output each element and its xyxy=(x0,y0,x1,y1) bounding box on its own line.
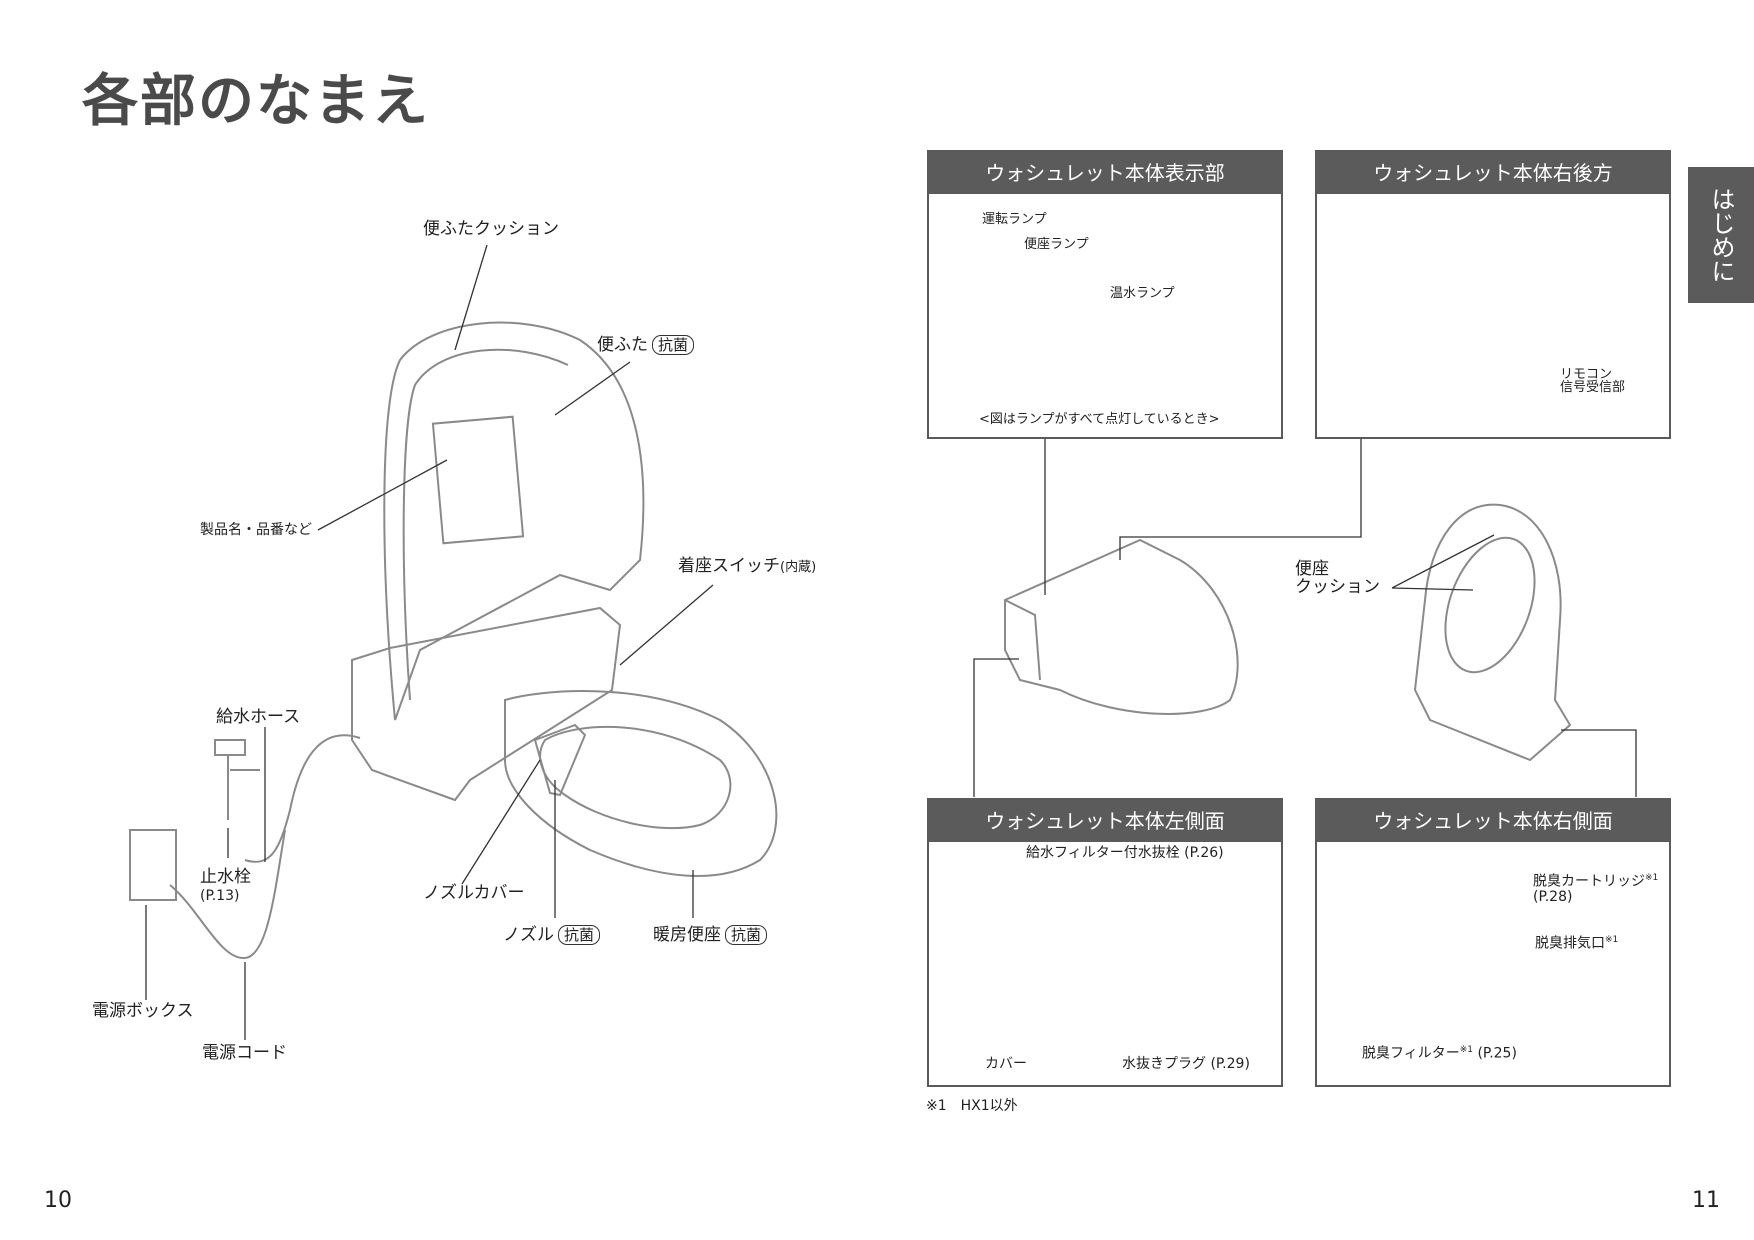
label-stop-valve: 止水栓 xyxy=(200,867,251,887)
label-deodor-filter-text: 脱臭フィルター xyxy=(1362,1045,1460,1062)
toilet-lid xyxy=(383,321,645,721)
label-power-cord: 電源コード xyxy=(202,1043,287,1063)
label-seat-switch-text: 着座スイッチ xyxy=(678,556,780,576)
panel-right-side: ウォシュレット本体右側面 xyxy=(1315,798,1671,1087)
antibacterial-badge: 抗菌 xyxy=(725,925,768,945)
label-deodor-filter: 脱臭フィルター※1 (P.25) xyxy=(1362,1045,1517,1062)
toilet-base xyxy=(351,606,622,802)
panel-left-side-title: ウォシュレット本体左側面 xyxy=(929,800,1281,842)
panel-display-title: ウォシュレット本体表示部 xyxy=(929,152,1281,194)
power-cord xyxy=(169,829,286,960)
section-tab: はじめに xyxy=(1688,167,1754,303)
page-number-left: 10 xyxy=(44,1188,72,1213)
label-deodor-outlet-text: 脱臭排気口 xyxy=(1535,935,1605,952)
label-filter-valve: 給水フィルター付水抜栓 (P.26) xyxy=(1026,845,1224,861)
label-seat-switch-note: (内蔵) xyxy=(780,560,817,575)
label-water-hose: 給水ホース xyxy=(216,707,301,727)
heated-seat-ring xyxy=(504,690,778,878)
panel-rear-right-title: ウォシュレット本体右後方 xyxy=(1317,152,1669,194)
label-lamp-operation: 運転ランプ xyxy=(982,212,1047,227)
power-box-shape xyxy=(129,829,177,901)
label-lid-text: 便ふた xyxy=(597,335,648,355)
center-unit-shape xyxy=(1004,538,1239,715)
label-stop-valve-ref: (P.13) xyxy=(200,888,240,904)
label-deodor-filter-ref: (P.25) xyxy=(1477,1045,1517,1062)
label-lid: 便ふた抗菌 xyxy=(597,335,695,356)
page-number-right: 11 xyxy=(1692,1188,1720,1213)
toilet-lid-inner xyxy=(402,348,569,701)
footnote: ※1 HX1以外 xyxy=(926,1098,1018,1114)
panel-rear-right: ウォシュレット本体右後方 xyxy=(1315,150,1671,439)
label-deodor-outlet: 脱臭排気口※1 xyxy=(1535,935,1618,952)
label-lamp-water: 温水ランプ xyxy=(1110,286,1175,301)
panel-right-side-title: ウォシュレット本体右側面 xyxy=(1317,800,1669,842)
footnote-mark: ※1 xyxy=(1459,1045,1474,1055)
footnote-mark: ※1 xyxy=(1605,935,1619,945)
label-seat-cushion-1: 便座 xyxy=(1295,559,1329,579)
nozzle-shape xyxy=(533,723,587,797)
label-deodor-cartridge-ref: (P.28) xyxy=(1533,889,1573,905)
label-product-name: 製品名・品番など xyxy=(200,522,312,538)
antibacterial-badge: 抗菌 xyxy=(652,335,695,355)
label-nozzle-text: ノズル xyxy=(503,925,554,945)
label-lamp-seat: 便座ランプ xyxy=(1024,237,1089,252)
label-power-box: 電源ボックス xyxy=(92,1001,194,1021)
label-heated-seat-text: 暖房便座 xyxy=(653,925,721,945)
seat-underside-shape xyxy=(1413,503,1572,762)
footnote-mark: ※1 xyxy=(1645,873,1659,883)
label-remote-receiver-1: リモコン xyxy=(1560,367,1613,382)
seat-opening xyxy=(539,725,732,830)
label-nozzle-cover: ノズルカバー xyxy=(423,883,525,903)
label-nozzle: ノズル抗菌 xyxy=(503,925,601,946)
product-label-sticker xyxy=(431,415,525,545)
label-seat-switch: 着座スイッチ(内蔵) xyxy=(678,556,817,577)
label-lid-cushion: 便ふたクッション xyxy=(423,219,559,239)
label-remote-receiver-2: 信号受信部 xyxy=(1560,380,1626,395)
antibacterial-badge: 抗菌 xyxy=(558,925,601,945)
label-deodor-cartridge: 脱臭カートリッジ※1 xyxy=(1533,873,1658,890)
label-deodor-cartridge-text: 脱臭カートリッジ xyxy=(1533,873,1645,890)
label-seat-cushion-2: クッション xyxy=(1295,577,1380,597)
display-caption: <図はランプがすべて点灯しているとき> xyxy=(979,412,1220,427)
valve-shape xyxy=(214,739,260,820)
panel-left-side: ウォシュレット本体左側面 xyxy=(927,798,1283,1087)
label-cover: カバー xyxy=(985,1056,1027,1072)
label-drain-plug: 水抜きプラグ (P.29) xyxy=(1122,1056,1250,1072)
label-heated-seat: 暖房便座抗菌 xyxy=(653,925,768,946)
page-title: 各部のなまえ xyxy=(82,69,430,134)
panel-display: ウォシュレット本体表示部 xyxy=(927,150,1283,439)
water-hose xyxy=(244,734,361,863)
